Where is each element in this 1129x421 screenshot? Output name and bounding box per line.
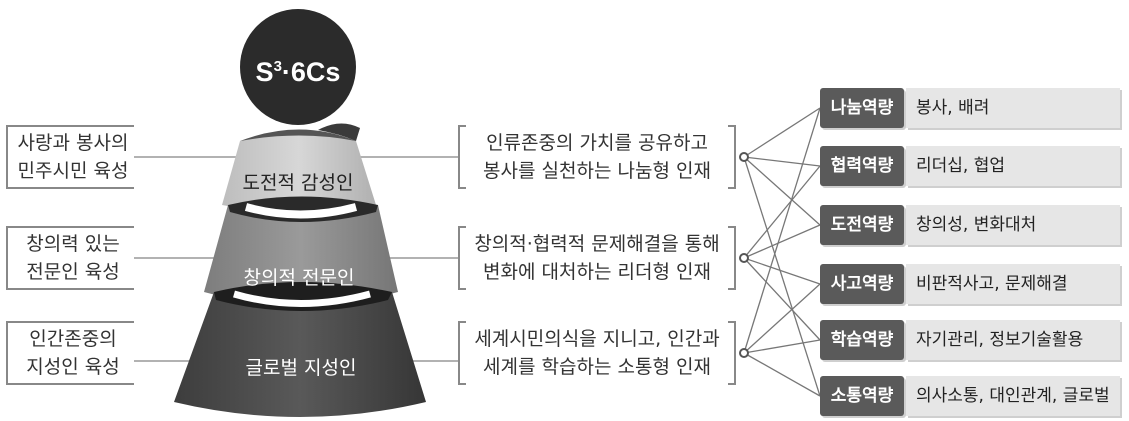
competency-sharing: 나눔역량 봉사, 배려 — [820, 88, 1120, 128]
competency-communication: 소통역량 의사소통, 대인관계, 글로벌 — [820, 376, 1120, 416]
competency-desc: 의사소통, 대인관계, 글로벌 — [906, 376, 1120, 416]
node-1 — [739, 152, 749, 162]
description-text: 창의적·협력적 문제해결을 통해 변화에 대처하는 리더형 인재 — [468, 230, 726, 286]
goal-bracket — [6, 125, 134, 189]
sphere-title: S3·6Cs — [240, 47, 356, 92]
goal-line: 인간존중의 — [29, 328, 117, 350]
competency-desc: 자기관리, 정보기술활용 — [906, 320, 1120, 360]
layer-label-2: 창의적 전문인 — [243, 267, 355, 289]
layer-3-band — [174, 292, 426, 417]
competency-name: 사고역량 — [820, 264, 904, 304]
description-line: 변화에 대처하는 리더형 인재 — [483, 261, 711, 283]
description-bracket-left — [458, 226, 466, 290]
competency-name: 나눔역량 — [820, 88, 904, 128]
competency-challenge: 도전역량 창의성, 변화대처 — [820, 205, 1120, 245]
description-text: 세계시민의식을 지니고, 인간과 세계를 학습하는 소통형 인재 — [468, 325, 726, 381]
goal-text: 인간존중의 지성인 육성 — [14, 325, 132, 381]
layer-1-band — [222, 132, 376, 213]
description-bracket-right — [728, 321, 736, 385]
title-base: S — [255, 57, 274, 87]
node-2 — [739, 253, 749, 263]
competency-desc: 봉사, 배려 — [906, 88, 1120, 128]
title-sphere — [240, 9, 356, 125]
goal-bracket — [6, 226, 134, 290]
layer-label-3: 글로벌 지성인 — [245, 357, 357, 379]
description-3: 세계시민의식을 지니고, 인간과 세계를 학습하는 소통형 인재 — [458, 321, 736, 385]
competency-name: 학습역량 — [820, 320, 904, 360]
description-2: 창의적·협력적 문제해결을 통해 변화에 대처하는 리더형 인재 — [458, 226, 736, 290]
competency-name: 도전역량 — [820, 205, 904, 245]
competency-thinking: 사고역량 비판적사고, 문제해결 — [820, 264, 1120, 304]
layer-1-rim — [240, 129, 356, 141]
competency-cooperation: 협력역량 리더십, 협업 — [820, 146, 1120, 186]
competency-name: 협력역량 — [820, 146, 904, 186]
competency-connectors — [743, 107, 821, 397]
description-text: 인류존중의 가치를 공유하고 봉사를 실천하는 나눔형 인재 — [468, 129, 726, 185]
goal-bracket — [6, 321, 134, 385]
goal-line: 지성인 육성 — [26, 356, 120, 378]
description-line: 세계시민의식을 지니고, 인간과 — [474, 328, 720, 350]
competency-name: 소통역량 — [820, 376, 904, 416]
description-bracket-left — [458, 321, 466, 385]
title-sup: 3 — [273, 58, 282, 75]
title-rest: ·6Cs — [281, 57, 341, 87]
goal-line: 사랑과 봉사의 — [17, 132, 129, 154]
node-3 — [739, 348, 749, 358]
goal-text: 사랑과 봉사의 민주시민 육성 — [14, 129, 132, 185]
description-line: 인류존중의 가치를 공유하고 — [486, 132, 708, 154]
competency-desc: 리더십, 협업 — [906, 146, 1120, 186]
description-bracket-left — [458, 125, 466, 189]
description-line: 봉사를 실천하는 나눔형 인재 — [483, 160, 711, 182]
competency-learning: 학습역량 자기관리, 정보기술활용 — [820, 320, 1120, 360]
goal-line: 민주시민 육성 — [17, 160, 129, 182]
competency-desc: 창의성, 변화대처 — [906, 205, 1120, 245]
description-line: 세계를 학습하는 소통형 인재 — [483, 356, 711, 378]
goal-line: 전문인 육성 — [26, 261, 120, 283]
description-bracket-right — [728, 226, 736, 290]
description-line: 창의적·협력적 문제해결을 통해 — [474, 233, 720, 255]
goal-line: 창의력 있는 — [26, 233, 120, 255]
competency-desc: 비판적사고, 문제해결 — [906, 264, 1120, 304]
description-1: 인류존중의 가치를 공유하고 봉사를 실천하는 나눔형 인재 — [458, 125, 736, 189]
layer-2-band — [204, 205, 398, 305]
description-bracket-right — [728, 125, 736, 189]
goal-text: 창의력 있는 전문인 육성 — [14, 230, 132, 286]
layer-label-1: 도전적 감성인 — [242, 172, 354, 194]
